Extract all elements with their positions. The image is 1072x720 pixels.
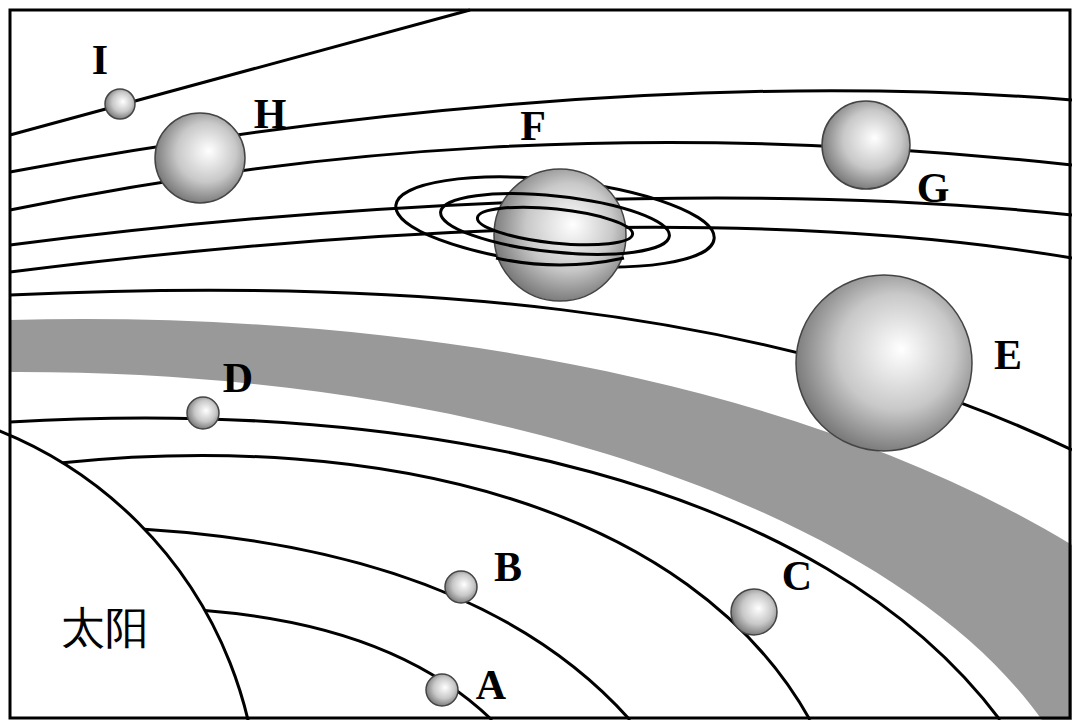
planet (187, 397, 219, 429)
planet (105, 89, 135, 119)
planet-letter: D (223, 357, 253, 399)
planet (445, 571, 477, 603)
sun-outline (0, 399, 261, 720)
planet (155, 113, 245, 203)
planet (822, 101, 910, 189)
planet-letter: C (782, 555, 812, 597)
planet-letter: I (92, 39, 108, 81)
planet-letter: G (917, 167, 950, 209)
orbit-line (10, 10, 470, 135)
planet-letter: F (520, 105, 546, 147)
planet-letter: E (994, 334, 1022, 376)
sun-disc: 太阳 (0, 399, 261, 720)
ringed-planet (391, 164, 718, 301)
planet (731, 589, 777, 635)
planet (796, 275, 972, 451)
planet-letter: A (476, 664, 506, 706)
planet-letter: B (494, 546, 522, 588)
planet (426, 674, 458, 706)
planet-letter: H (254, 93, 287, 135)
sun-label: 太阳 (61, 604, 149, 652)
